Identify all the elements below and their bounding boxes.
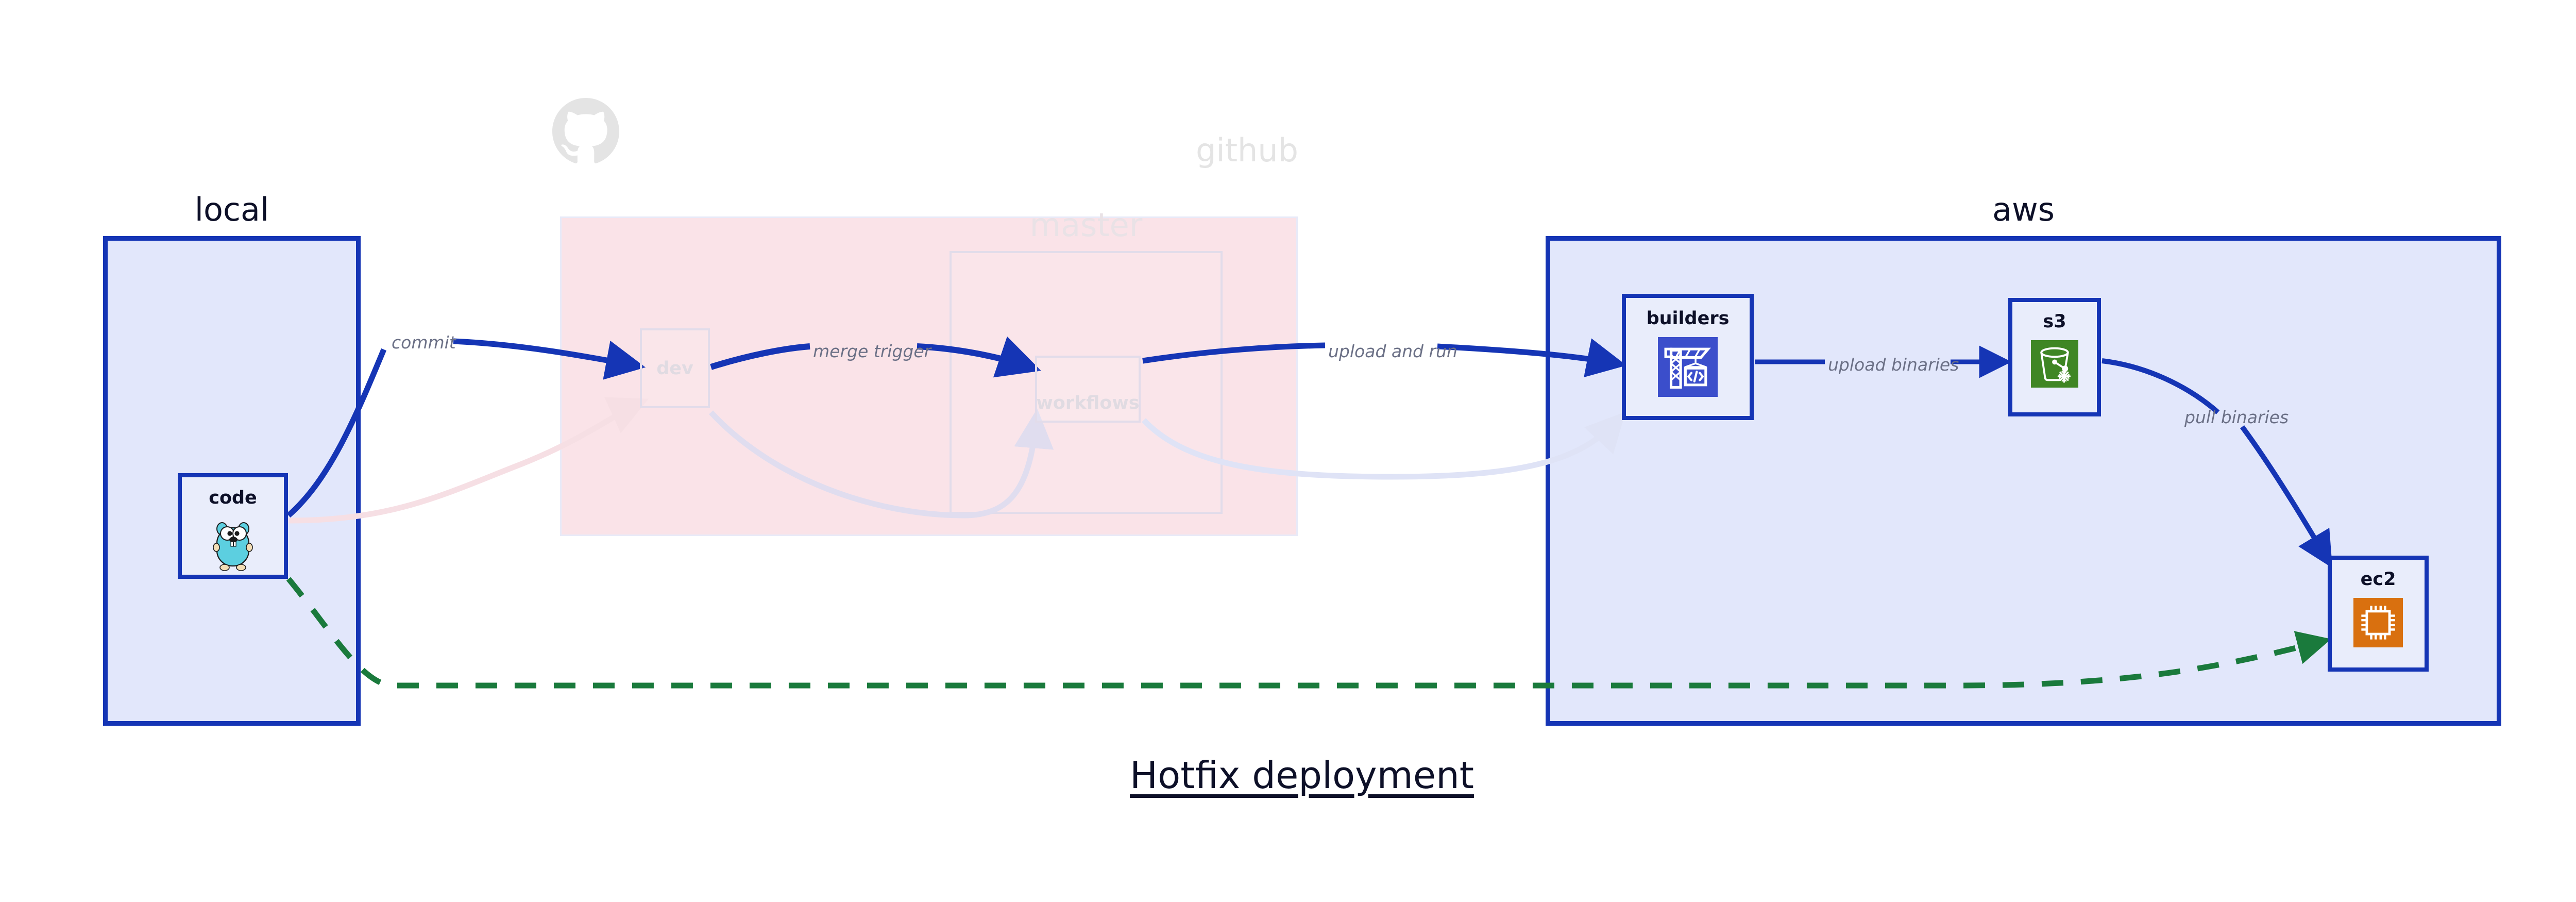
group-label-aws: aws <box>1992 191 2055 228</box>
edge-label-pull-binaries: pull binaries <box>2184 407 2289 427</box>
node-dev[interactable]: dev <box>640 328 710 408</box>
aws-s3-bucket-icon <box>2031 340 2078 388</box>
edge-label-commit: commit <box>392 332 456 353</box>
group-label-github: github <box>1196 131 1298 169</box>
node-builders[interactable]: builders <box>1622 294 1754 420</box>
group-label-master: master <box>1029 206 1143 244</box>
aws-ec2-chip-icon <box>2353 598 2403 647</box>
edge-label-merge-trigger: merge trigger <box>813 341 931 361</box>
node-builders-label: builders <box>1646 308 1730 329</box>
node-code-label: code <box>209 488 257 508</box>
edge-label-upload-and-run: upload and run <box>1328 341 1458 361</box>
node-workflows[interactable]: workflows <box>1035 356 1141 423</box>
aws-codebuild-icon <box>1658 337 1718 397</box>
node-dev-label: dev <box>656 358 693 379</box>
node-ec2-label: ec2 <box>2360 569 2396 590</box>
diagram-title: Hotfix deployment <box>1130 754 1474 797</box>
group-label-local: local <box>194 191 269 228</box>
node-workflows-label: workflows <box>1036 393 1140 413</box>
edge-label-upload-binaries: upload binaries <box>1828 355 1959 375</box>
node-s3[interactable]: s3 <box>2008 298 2101 416</box>
node-ec2[interactable]: ec2 <box>2328 556 2429 672</box>
node-s3-label: s3 <box>2043 311 2066 332</box>
node-code[interactable]: code <box>178 473 288 579</box>
go-gopher-icon <box>211 516 255 572</box>
github-octocat-icon <box>552 98 619 165</box>
